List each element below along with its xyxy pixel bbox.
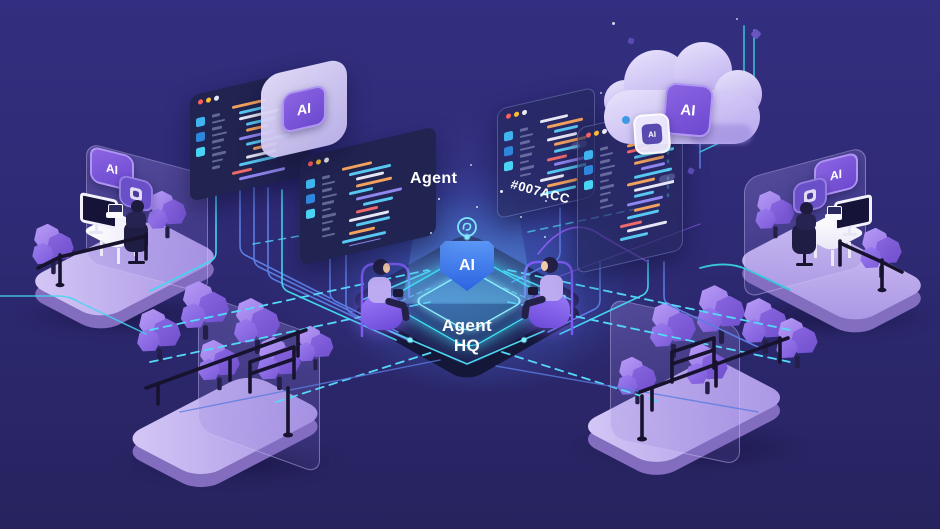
tree-icon	[180, 281, 230, 342]
sparkle	[600, 92, 602, 94]
window-sidebar-icons	[196, 116, 205, 158]
handheld-device	[528, 287, 538, 295]
window-traffic-dots-icon	[308, 157, 329, 167]
chip-label: AI	[106, 160, 118, 178]
chip-label: AI	[459, 257, 475, 274]
sparkle	[438, 198, 440, 200]
sparkle	[476, 206, 478, 208]
tree-icon	[742, 298, 788, 356]
chip-label: AI	[679, 100, 697, 120]
left-worker-body	[126, 212, 146, 228]
ai-chip-icon	[804, 188, 816, 203]
code-lines	[342, 148, 428, 249]
desk-leg	[814, 242, 817, 258]
sparkle	[545, 200, 547, 202]
hub-title-line1: Agent	[441, 316, 493, 335]
sparkle	[612, 22, 615, 25]
monitor-base	[89, 231, 103, 234]
code-line	[232, 167, 252, 176]
sparkle	[470, 164, 472, 166]
window-sidebar-icons	[306, 178, 315, 220]
cloud-ai-chip-small: AI	[632, 112, 672, 156]
monitor-stand	[848, 226, 851, 234]
chair-base	[128, 261, 145, 264]
chair-base	[796, 263, 813, 266]
cloud-icon: AI AI	[598, 28, 770, 160]
window-traffic-dots-icon	[198, 95, 219, 106]
right-worker-body	[796, 214, 816, 230]
chip-label: AI	[641, 123, 663, 145]
window-sidebar-icons	[504, 130, 513, 172]
chair-post	[135, 252, 138, 262]
copilot-swirl-icon	[456, 216, 478, 238]
desk-leg	[117, 248, 120, 264]
left-worker-head	[131, 200, 144, 213]
person-face	[541, 261, 548, 271]
file-tree-column	[322, 173, 337, 241]
hub-person-left	[355, 254, 417, 338]
tree-icon	[696, 285, 746, 346]
chip-label: AI	[830, 166, 842, 184]
file-tree-column	[520, 126, 535, 181]
laptop-base	[825, 214, 842, 220]
monitor-stand	[95, 224, 98, 232]
code-line	[627, 209, 659, 220]
tree-icon	[755, 190, 795, 240]
tree-icon	[147, 190, 187, 240]
desk-leg	[848, 242, 851, 258]
ai-chip-icon	[130, 186, 142, 201]
chip-label: AI	[297, 99, 311, 119]
agent-label: Agent	[410, 170, 458, 187]
file-tree-column	[212, 111, 227, 173]
desk-leg	[831, 250, 834, 266]
sparkle	[736, 18, 738, 20]
floating-dot	[622, 116, 630, 124]
hub-title: Agent HQ	[397, 316, 537, 356]
code-line	[232, 178, 262, 185]
card-ai-chip: AI	[282, 83, 326, 135]
hub-title-line2: HQ	[453, 336, 481, 356]
code-line	[620, 231, 648, 242]
tree-icon	[137, 308, 181, 364]
window-traffic-dots-icon	[506, 109, 527, 120]
right-worker-head	[800, 202, 813, 215]
sparkle	[544, 236, 546, 238]
handheld-device	[393, 289, 403, 297]
person-face	[383, 263, 390, 273]
sparkle	[430, 232, 432, 234]
chair-post	[803, 254, 806, 264]
monitor-base	[843, 233, 857, 236]
sparkle	[520, 216, 522, 218]
window-sidebar-icons	[584, 149, 593, 191]
sparkle	[500, 190, 503, 193]
person-body	[368, 277, 391, 303]
laptop-base	[106, 212, 123, 218]
